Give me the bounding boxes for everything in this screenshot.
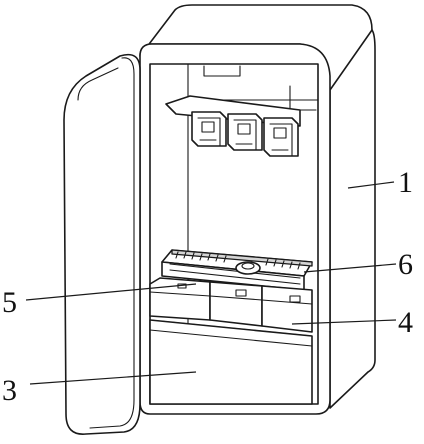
label-1: 1 [398,166,413,199]
leader-3 [29,371,197,385]
leader-6 [303,263,397,273]
leader-lines [25,181,397,385]
leader-4 [291,319,397,325]
rail-knob [235,261,261,275]
leader-1 [347,181,395,189]
rail-assembly [161,249,313,291]
label-6: 6 [398,248,413,281]
lower-compartment [149,319,313,405]
label-4: 4 [398,306,413,339]
breaker-row [165,95,301,157]
cabinet-door [63,53,141,435]
part-labels: 1 6 5 4 3 [2,166,413,407]
label-3: 3 [2,374,17,407]
drawer-row [149,277,313,337]
leader-5 [25,283,197,301]
label-5: 5 [2,286,17,319]
